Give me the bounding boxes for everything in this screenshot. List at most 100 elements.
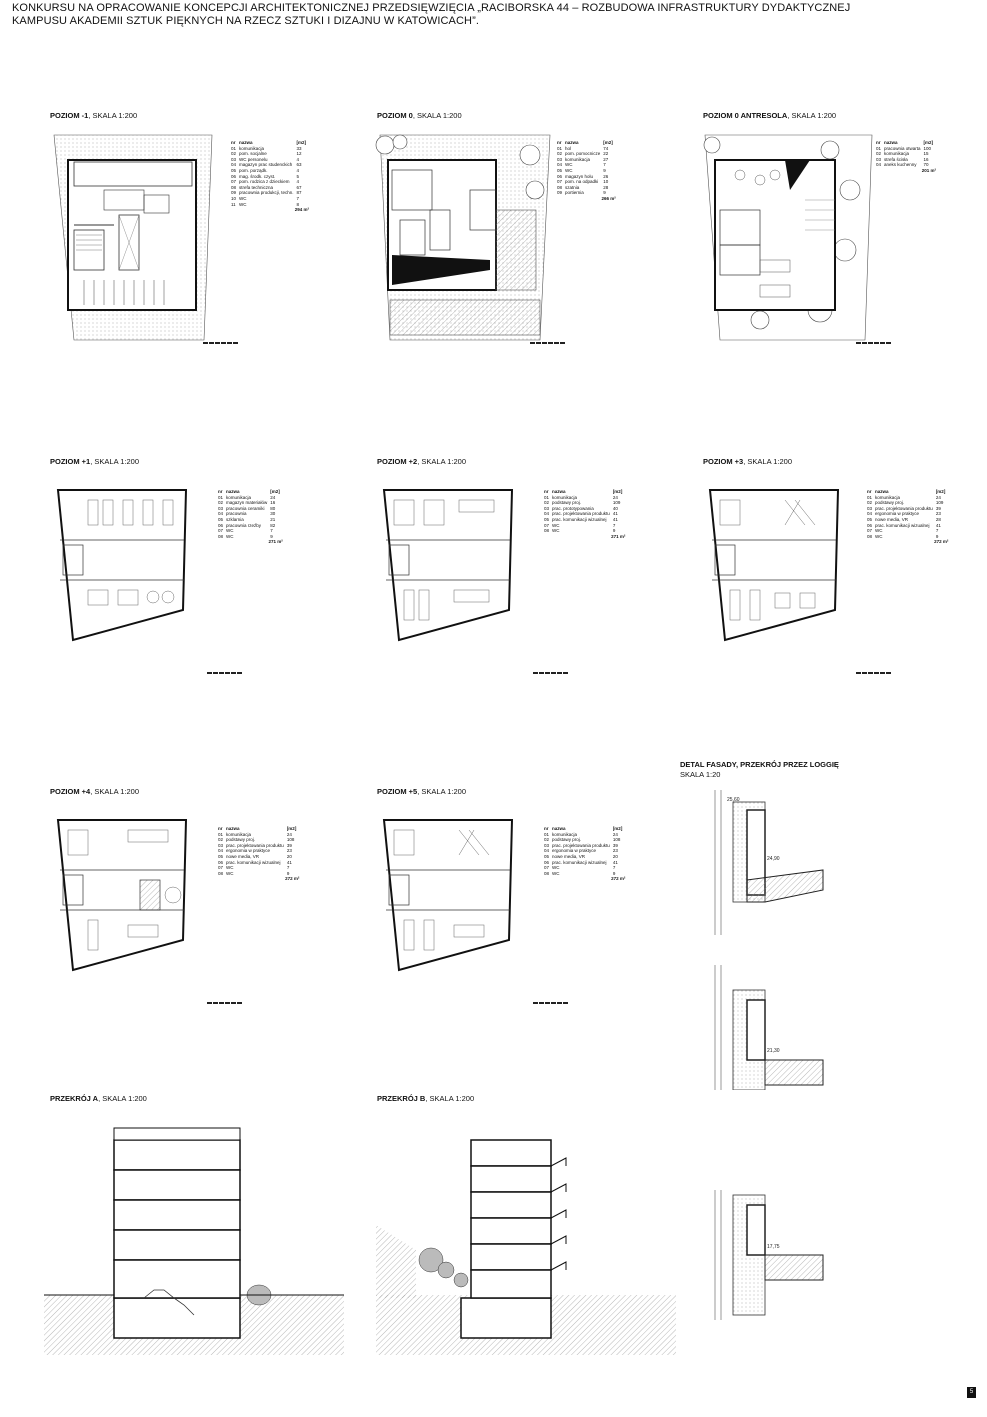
legend-cell: 7	[935, 528, 939, 534]
legend-cell: 41	[286, 859, 292, 865]
legend-cell: 24	[935, 494, 941, 500]
legend-cell: prac. komunikacji wizualnej	[226, 859, 281, 865]
legend-cell: 109	[612, 500, 621, 506]
legend-cell: pom. socjalne	[239, 151, 267, 157]
legend-cell: 08	[231, 184, 237, 190]
legend-cell: podstawy proj.	[226, 837, 256, 843]
legend-cell: komunikacja	[565, 156, 591, 162]
legend-cell: 9	[603, 190, 606, 196]
legend-cell: WC	[226, 865, 234, 871]
legend-cell: 02	[876, 151, 882, 157]
legend-cell: 04	[544, 511, 550, 517]
legend-header-cell: [m2]	[286, 826, 297, 831]
legend-header-cell: [m2]	[296, 140, 307, 145]
legend-cell: WC	[226, 528, 234, 534]
legend-cell: 07	[557, 179, 563, 185]
legend-cell: 108	[286, 837, 295, 843]
legend-cell: 04	[557, 162, 563, 168]
legend-cell: prac. komunikacji wizualnej	[552, 516, 607, 522]
legend-cell: 41	[935, 522, 941, 528]
legend-cell: WC personelu	[239, 156, 268, 162]
legend-total: 266 m²	[601, 195, 616, 201]
legend-cell: prac. projektowania produktu	[552, 511, 610, 517]
panel-title-level-minus1: POZIOM -1, SKALA 1:200	[50, 111, 138, 120]
legend-cell: 8	[296, 201, 300, 207]
legend-cell: 70	[923, 162, 929, 168]
legend-cell: komunikacja	[239, 145, 265, 151]
legend-cell: komunikacja	[875, 494, 901, 500]
floor-plan-level-minus1	[53, 134, 213, 341]
legend-header-cell: nazwa	[875, 489, 889, 494]
legend-cell: 39	[935, 505, 941, 511]
legend-header-cell: nr	[544, 489, 549, 494]
legend-cell: 16	[270, 500, 276, 506]
legend-cell: 4	[296, 179, 300, 185]
legend-header-cell: nr	[218, 489, 223, 494]
legend-cell: szklarnia	[226, 516, 244, 522]
legend-cell: 03	[218, 505, 224, 511]
scale-bar	[530, 331, 566, 344]
floor-plan-level-5	[382, 819, 514, 972]
legend-header-cell: nazwa	[226, 826, 240, 831]
legend-cell: 20	[612, 853, 618, 859]
legend-cell: pracownia otwarta	[884, 145, 921, 151]
legend-cell: 7	[270, 528, 273, 534]
legend-cell: nowe media, VR	[875, 516, 909, 522]
legend-cell: 06	[218, 522, 224, 528]
legend-total: 271 m²	[611, 533, 626, 539]
legend-cell: 08	[544, 870, 550, 876]
scale-bar	[856, 661, 892, 674]
legend-cell: 07	[867, 528, 873, 534]
legend-cell: 33	[296, 145, 302, 151]
legend-cell: 24	[286, 831, 292, 837]
legend-cell: 39	[286, 842, 292, 848]
legend-cell: 22	[603, 151, 609, 157]
legend-cell: 09	[231, 190, 237, 196]
legend-cell: magazyn prac studenckich	[239, 162, 293, 168]
legend-cell: komunikacja	[884, 151, 910, 157]
floor-plan-level-3	[708, 489, 840, 642]
legend-cell: 11	[231, 201, 236, 207]
legend-cell: 05	[218, 516, 224, 522]
scale-bar	[533, 991, 569, 1004]
floor-plan-level-1	[56, 489, 188, 642]
legend-cell: 02	[544, 837, 550, 843]
legend-cell: szatnia	[565, 184, 580, 190]
floor-plan-level-2	[382, 489, 514, 642]
legend-cell: 7	[612, 865, 616, 871]
legend-cell: 02	[231, 151, 237, 157]
legend-cell: WC	[552, 522, 560, 528]
legend-cell: 05	[218, 853, 224, 859]
legend-cell: ergonomia w praktyce	[875, 511, 920, 517]
legend-cell: 05	[544, 853, 550, 859]
legend-cell: komunikacja	[226, 494, 252, 500]
panel-title-level-1: POZIOM +1, SKALA 1:200	[50, 457, 140, 466]
legend-cell: 100	[923, 145, 932, 151]
